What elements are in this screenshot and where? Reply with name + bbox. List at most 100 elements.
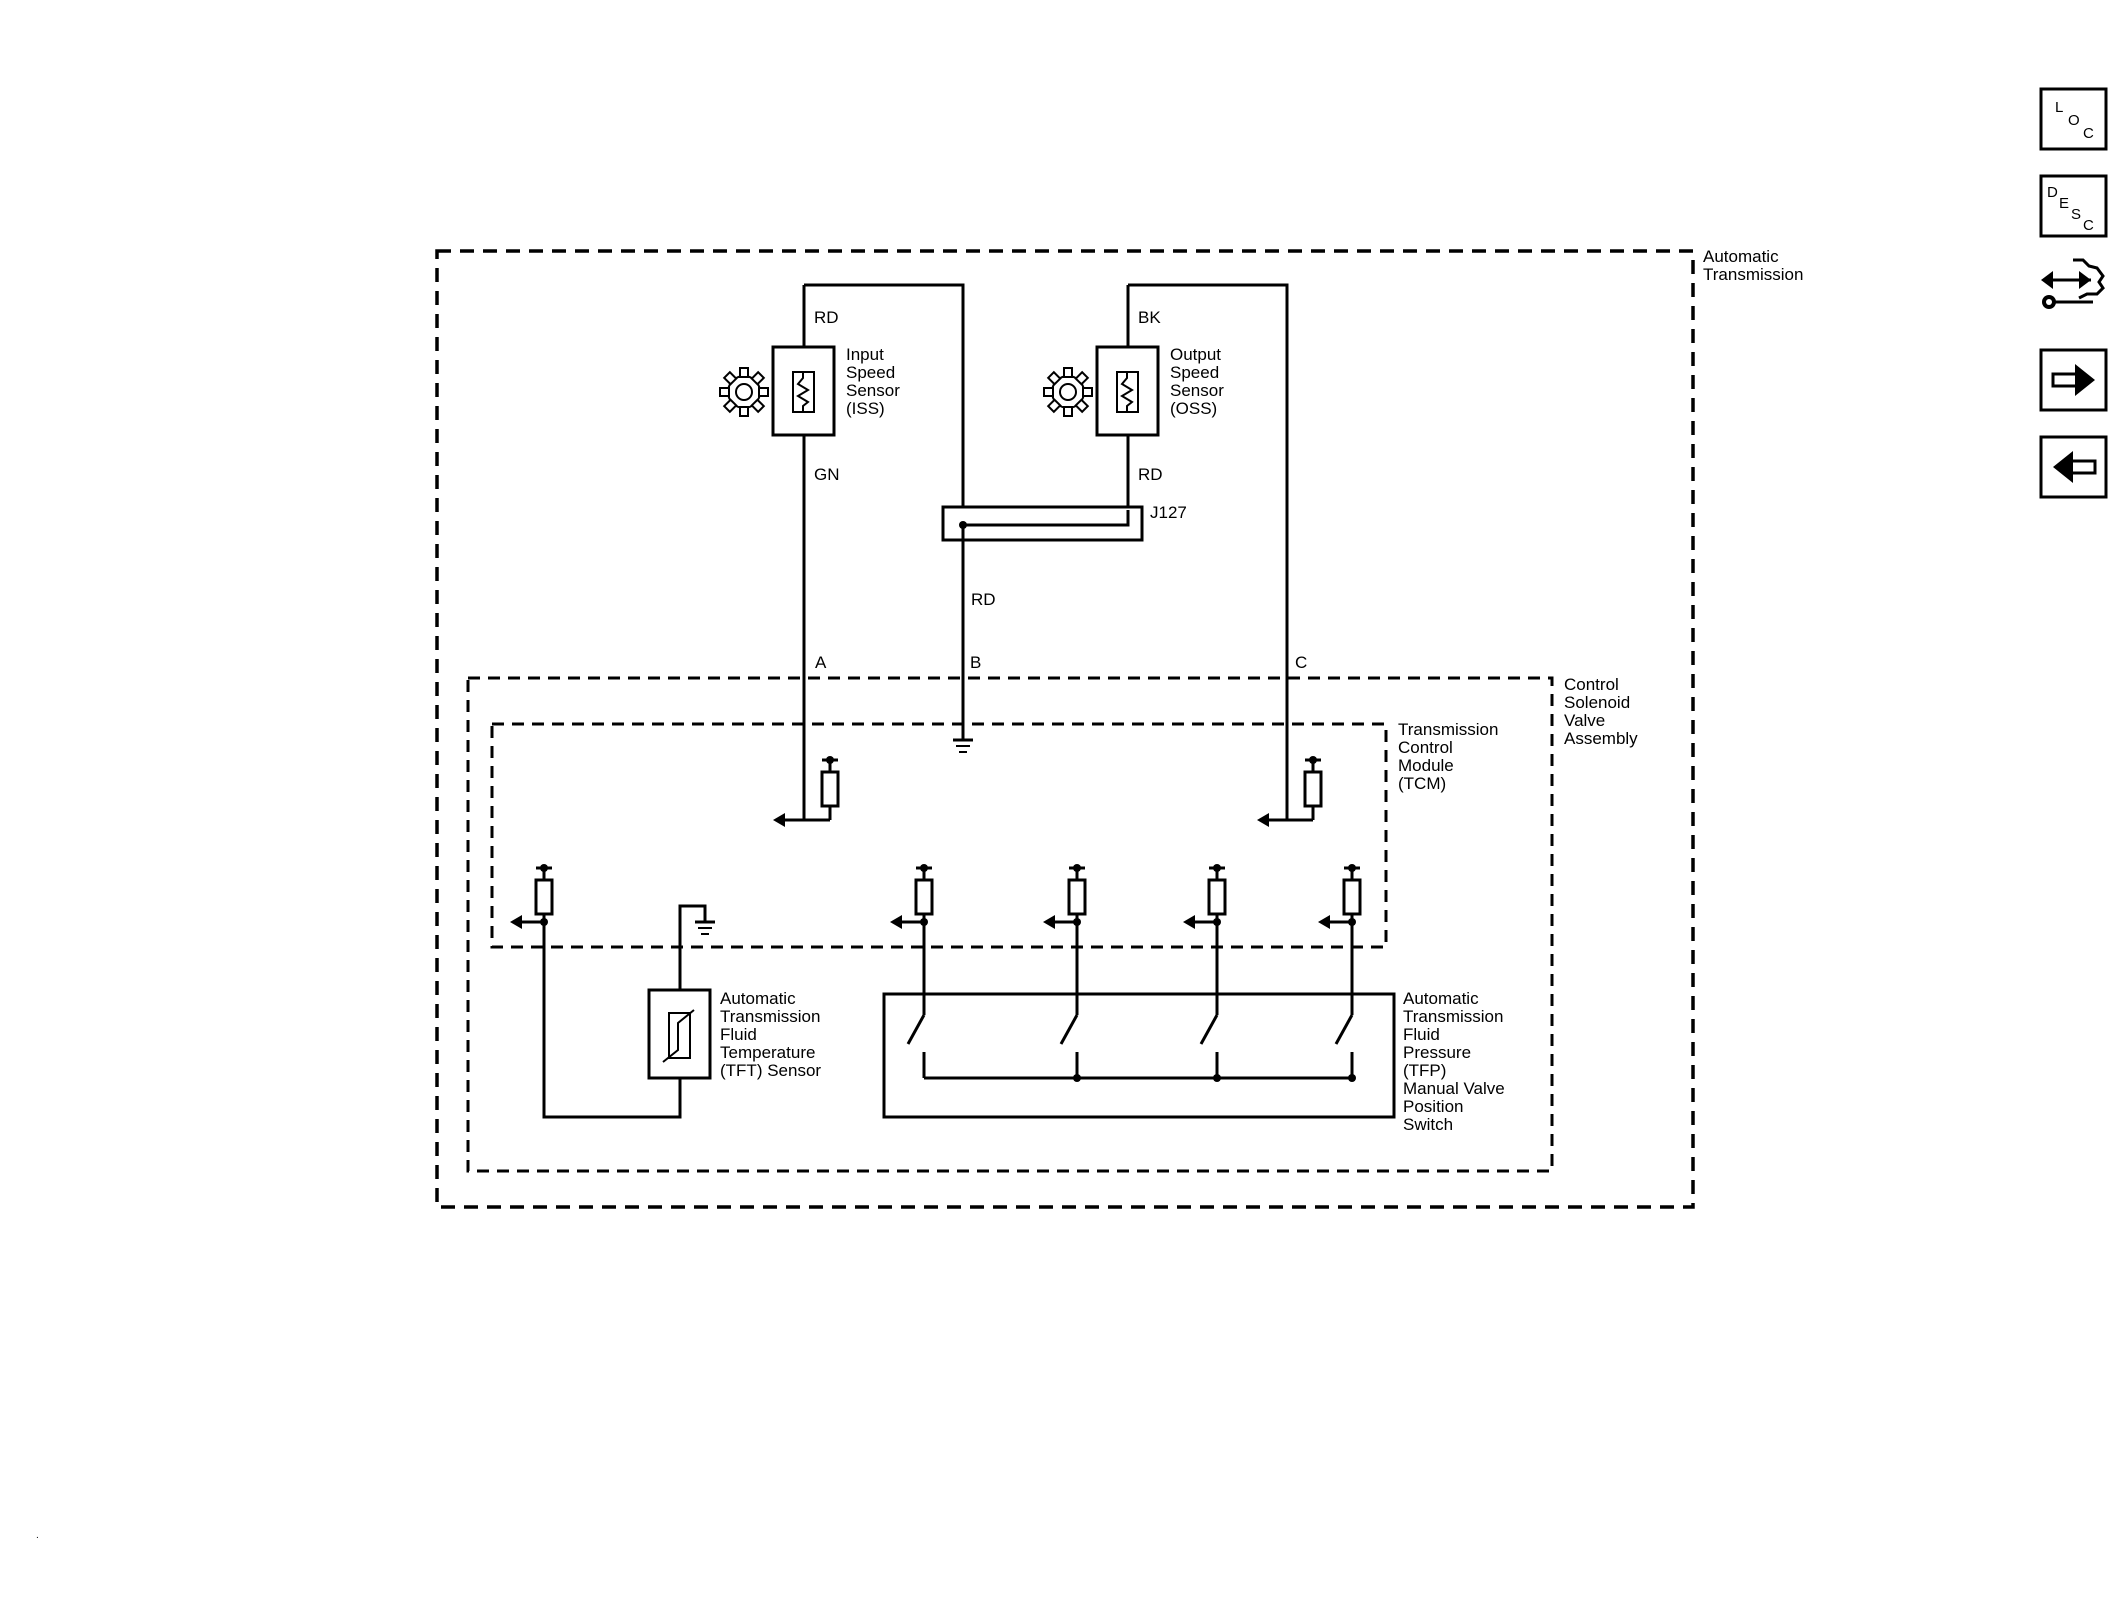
oss-label-line: Speed: [1170, 363, 1219, 382]
gear-tooth: [750, 370, 766, 386]
gear-tooth: [1082, 387, 1093, 397]
gear-tooth: [750, 398, 766, 414]
tcm-boundary: [490, 722, 1388, 949]
pullup-resistor: [1043, 864, 1087, 929]
tft-label-line: Temperature: [720, 1043, 815, 1062]
wire-label-oss-top: BK: [1138, 308, 1161, 327]
csva-label-line: Control: [1564, 675, 1619, 694]
desc-d: D: [2047, 184, 2058, 201]
gear-tooth: [1043, 387, 1054, 397]
iss-label-line: (ISS): [846, 399, 885, 418]
iss-label-line: Speed: [846, 363, 895, 382]
control-solenoid-valve-assembly-boundary: [466, 676, 1554, 1173]
tcm-label-line: (TCM): [1398, 774, 1446, 793]
tfp-label-line: (TFP): [1403, 1061, 1446, 1080]
gear-tooth: [1074, 370, 1090, 386]
iss-loop-wire: [804, 283, 965, 510]
output-speed-sensor[interactable]: [1043, 345, 1160, 437]
gear-tooth: [739, 406, 749, 417]
tfp-switch-contact: [1199, 922, 1221, 1082]
tfp-label-line: Position: [1403, 1097, 1463, 1116]
automatic-transmission-label-line: Automatic: [1703, 247, 1779, 266]
input-speed-sensor[interactable]: [719, 345, 836, 437]
desc-e: E: [2059, 195, 2069, 212]
tfp-switch-box[interactable]: [882, 992, 1396, 1119]
desc-c: C: [2083, 217, 2094, 234]
gear-tooth: [1063, 406, 1073, 417]
page-mark: .: [36, 1530, 39, 1541]
arrow-left-icon: [2053, 451, 2097, 483]
gear-tooth: [1046, 370, 1062, 386]
loc-o: O: [2068, 112, 2080, 129]
csva-label-line: Solenoid: [1564, 693, 1630, 712]
tfp-switch-contacts: [906, 922, 1356, 1082]
desc-s: S: [2071, 206, 2081, 223]
iss-gn-wire: [782, 435, 806, 822]
gear-tooth: [722, 370, 738, 386]
pullup-resistor: [1318, 864, 1362, 929]
splice-label: J127: [1150, 503, 1187, 522]
ground-symbol: [953, 738, 973, 753]
tfp-label-line: Automatic: [1403, 989, 1479, 1008]
csva-label-line: Assembly: [1564, 729, 1638, 748]
gear-tooth: [719, 387, 730, 397]
gear-tooth: [758, 387, 769, 397]
gear-tooth: [722, 398, 738, 414]
automatic-transmission-boundary: [435, 249, 1695, 1209]
oss-label-line: (OSS): [1170, 399, 1217, 418]
tfp-switch-contact: [906, 922, 926, 1078]
pullup-resistor: [1287, 756, 1323, 822]
loc-button[interactable]: L O C: [2039, 87, 2108, 151]
pullup-resistor: [890, 864, 934, 929]
tft-wire-ground: [678, 904, 707, 990]
splice-bus: [963, 510, 1130, 527]
tft-label-line: Fluid: [720, 1025, 757, 1044]
next-button[interactable]: [2039, 348, 2108, 412]
connector-pin-a: A: [815, 653, 827, 672]
arrow-right-icon: [2051, 364, 2095, 396]
tcm-label-line: Module: [1398, 756, 1454, 775]
pullup-resistor: [1183, 864, 1227, 929]
oss-input-arrow: [1257, 813, 1269, 827]
automatic-transmission-label-line: Transmission: [1703, 265, 1803, 284]
oss-loop-wire: [1128, 283, 1289, 822]
prev-button[interactable]: [2039, 435, 2108, 499]
tft-ground-symbol: [695, 920, 715, 935]
tcm-label-line: Transmission: [1398, 720, 1498, 739]
wire-label-iss-top: RD: [814, 308, 839, 327]
tft-label-line: Transmission: [720, 1007, 820, 1026]
connector-wrench-icon[interactable]: [2041, 258, 2105, 309]
gear-tooth: [1063, 367, 1073, 378]
oss-label-line: Output: [1170, 345, 1221, 364]
csva-label-line: Valve: [1564, 711, 1605, 730]
pullup-resistor: [510, 864, 554, 929]
tft-sensor[interactable]: [647, 988, 712, 1080]
tfp-label-line: Fluid: [1403, 1025, 1440, 1044]
tfp-label-line: Switch: [1403, 1115, 1453, 1134]
gear-tooth: [739, 367, 749, 378]
gear-tooth: [1046, 398, 1062, 414]
tcm-pullup-resistors: [510, 756, 1362, 929]
tfp-label-line: Transmission: [1403, 1007, 1503, 1026]
gear-icon: [1043, 367, 1093, 417]
oss-label-line: Sensor: [1170, 381, 1224, 400]
gear-tooth: [1074, 398, 1090, 414]
desc-button[interactable]: D E S C: [2039, 174, 2108, 238]
iss-input-arrow: [773, 813, 785, 827]
tfp-label-line: Manual Valve: [1403, 1079, 1505, 1098]
